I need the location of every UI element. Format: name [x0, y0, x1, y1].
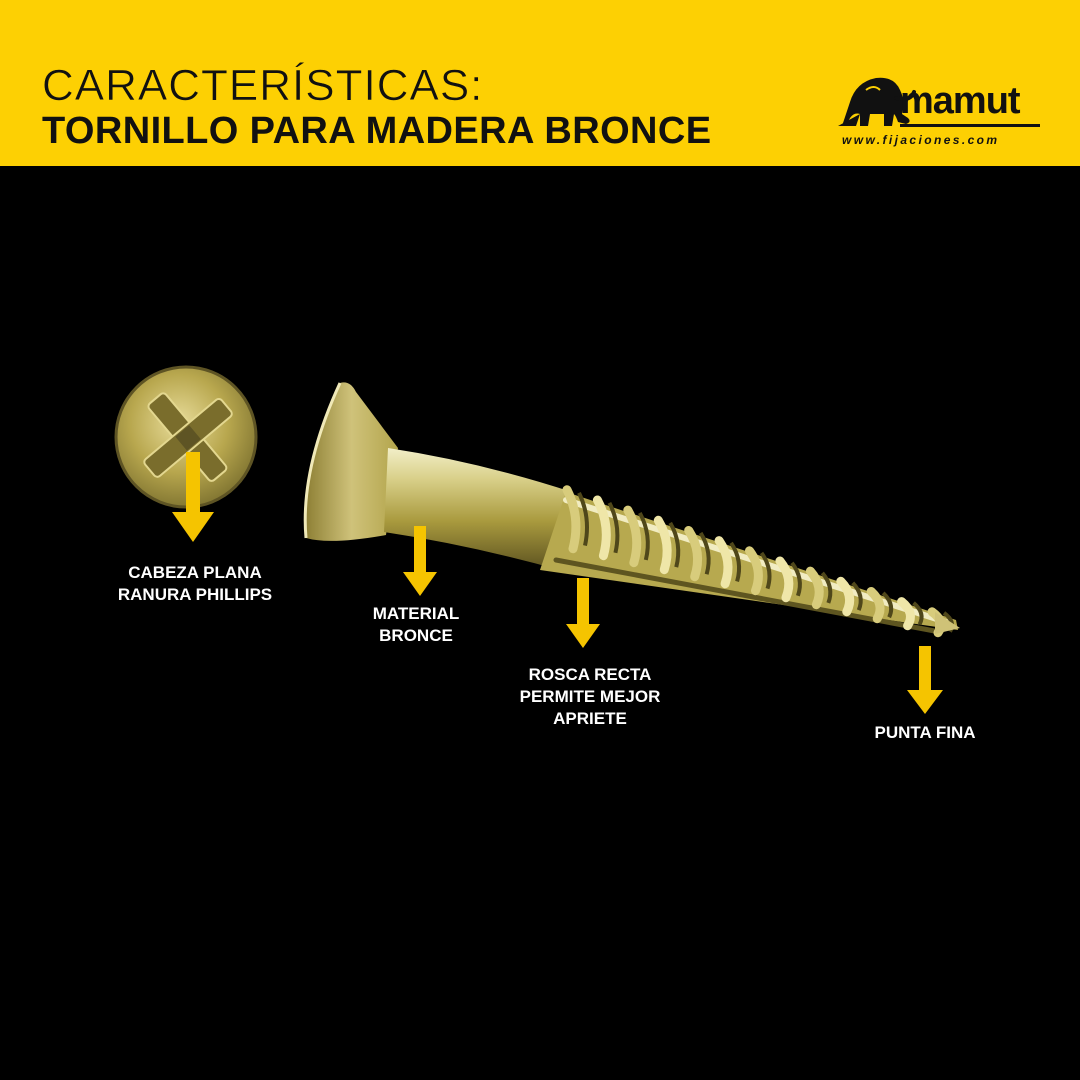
thread-shadow — [638, 511, 650, 561]
screw-tip — [935, 612, 960, 634]
brand-name: mamut — [900, 80, 1021, 122]
header-banner: CARACTERÍSTICAS: TORNILLO PARA MADERA BR… — [0, 0, 1080, 166]
thread-shadow — [759, 551, 772, 590]
callout-line: ROSCA RECTA — [528, 665, 652, 684]
thread-shadow — [790, 561, 802, 597]
thread-shadow — [668, 521, 681, 568]
thread-shadow — [820, 571, 833, 604]
callout-line: CABEZA PLANA — [128, 563, 262, 582]
logo-underline — [900, 124, 1040, 127]
page-title-line1: CARACTERÍSTICAS: — [42, 61, 484, 110]
thread-shadow — [881, 591, 894, 619]
thread-shadow — [851, 581, 863, 611]
thread-crest — [745, 546, 763, 596]
thread-crest — [684, 525, 703, 582]
brand-logo: mamut www.fijaciones.com — [836, 68, 1046, 152]
thread-shadow — [912, 601, 924, 626]
arrow-down-icon — [566, 578, 600, 648]
thread-crest — [653, 515, 672, 575]
callout-line: BRONCE — [379, 626, 453, 645]
callout-label-material: MATERIAL BRONCE — [373, 603, 460, 647]
screw-threads — [562, 485, 960, 638]
thread-crest — [714, 536, 733, 589]
callout-line: MATERIAL — [372, 604, 460, 623]
arrow-down-icon — [403, 526, 437, 596]
callout-line: APRIETE — [553, 709, 627, 728]
thread-shadow — [698, 531, 711, 575]
thread-crest — [775, 556, 794, 603]
thread-crest — [592, 495, 611, 561]
thread-shadow — [729, 541, 742, 582]
arrow-down-icon — [172, 452, 214, 542]
page-title-line2: TORNILLO PARA MADERA BRONCE — [42, 110, 712, 152]
callout-label-head: CABEZA PLANA RANURA PHILLIPS — [118, 562, 272, 606]
brand-url: www.fijaciones.com — [842, 133, 1000, 147]
callout-line: PUNTA FINA — [874, 723, 976, 742]
thread-crest — [836, 576, 855, 617]
thread-crest — [562, 485, 581, 554]
callout-label-thread: ROSCA RECTA PERMITE MEJOR APRIETE — [520, 664, 661, 730]
thread-crest — [897, 597, 915, 631]
callout-line: RANURA PHILLIPS — [117, 585, 273, 604]
screw-head-top-view — [114, 365, 258, 509]
arrow-down-icon — [907, 646, 943, 714]
thread-crest — [805, 566, 824, 610]
callout-label-tip: PUNTA FINA — [874, 722, 975, 744]
callout-line: PERMITE MEJOR — [519, 687, 661, 706]
mammoth-icon — [838, 77, 916, 126]
thread-shadow — [607, 501, 620, 554]
thread-shadow — [577, 492, 589, 547]
thread-crest — [866, 586, 885, 624]
thread-crest — [623, 505, 642, 568]
